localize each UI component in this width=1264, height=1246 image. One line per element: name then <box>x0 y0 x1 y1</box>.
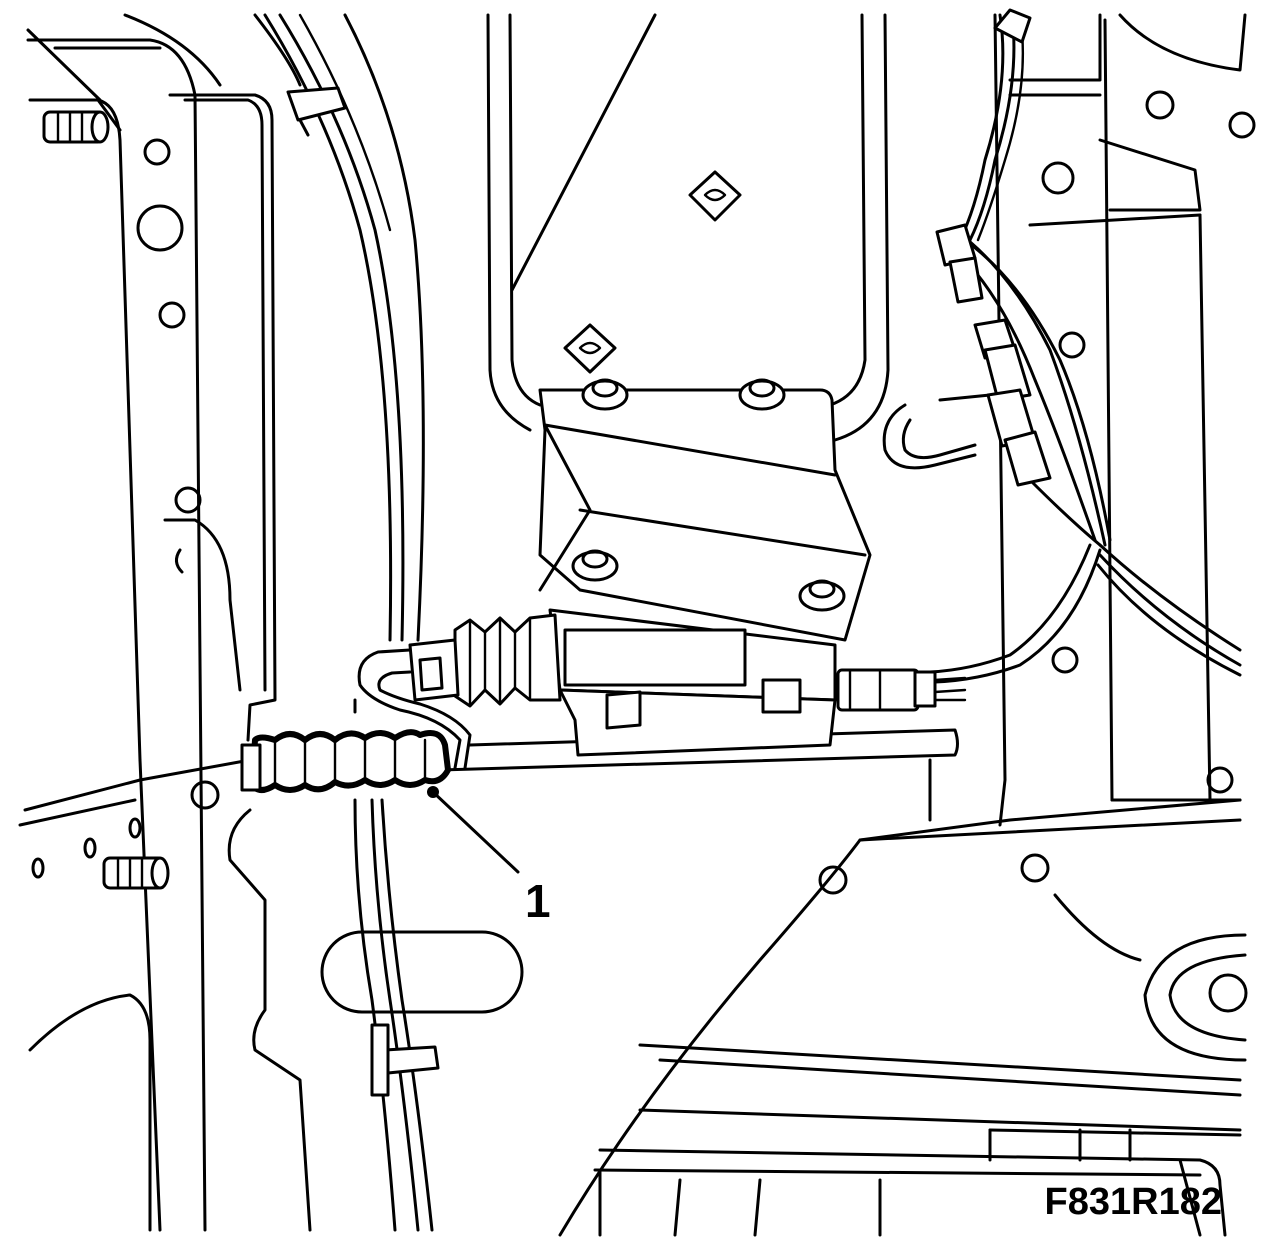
wiring-harness <box>928 8 1242 684</box>
callout-1: 1 <box>427 786 551 927</box>
grommet <box>882 393 992 470</box>
mounting-holes <box>31 90 1256 895</box>
actuator-cable-loop <box>353 648 472 770</box>
lock-actuator <box>538 388 872 757</box>
oval-slot <box>320 930 524 1014</box>
cable-clip-top <box>286 86 347 137</box>
callout-number: 1 <box>525 875 551 927</box>
studs-left <box>42 110 170 890</box>
lower-right-bolt <box>1143 933 1248 1062</box>
actuator-bellows <box>408 613 562 708</box>
cable-boot <box>240 729 451 793</box>
figure-code: F831R182 <box>1045 1181 1222 1223</box>
electrical-connector <box>836 668 967 712</box>
cable-clip-bottom <box>370 1023 440 1097</box>
door-frame-left <box>18 13 312 1232</box>
lower-panel <box>438 728 1242 1237</box>
panel-clips <box>563 170 742 374</box>
cable-bundle-left <box>263 13 434 1232</box>
actuator-bolts <box>571 378 846 612</box>
callout-leader <box>431 790 520 874</box>
